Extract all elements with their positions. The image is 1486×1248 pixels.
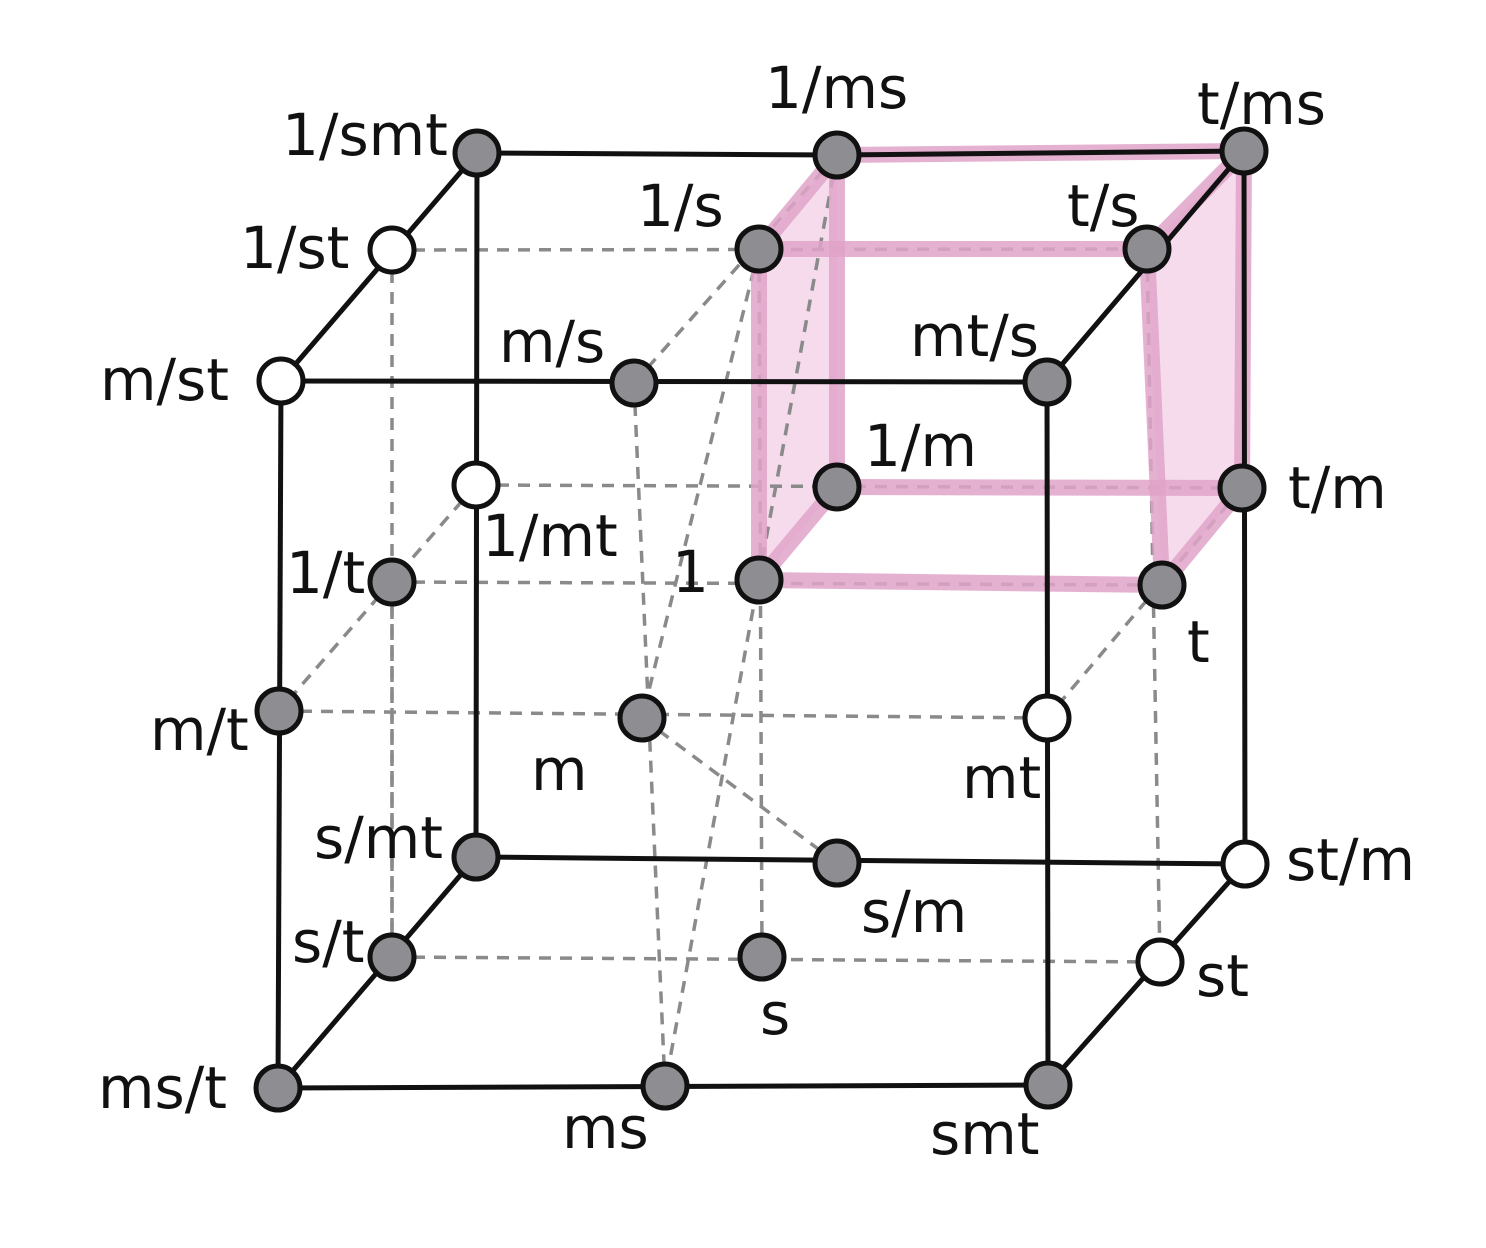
filled-node-smt xyxy=(1023,1060,1073,1110)
label-s-m: s/m xyxy=(861,878,967,946)
filled-node-t xyxy=(1137,560,1187,610)
highlighted-face-2 xyxy=(1147,151,1244,585)
highlight-edge-t-to-1 xyxy=(751,572,1170,593)
filled-node-t-m xyxy=(1217,463,1267,513)
visible-edges xyxy=(275,148,1248,1091)
label-1-ms: 1/ms xyxy=(765,54,908,122)
filled-node-s-m xyxy=(812,838,862,888)
label-s: s xyxy=(760,980,790,1048)
filled-node-mt-s xyxy=(1022,357,1072,407)
label-m-t: m/t xyxy=(150,696,249,764)
label-t: t xyxy=(1187,608,1210,676)
label-1: 1 xyxy=(672,538,709,606)
dashed-edge-1_s-to-s xyxy=(757,248,764,958)
filled-node-1-ms xyxy=(812,130,862,180)
label-m-st: m/st xyxy=(100,346,229,414)
filled-node-t-ms xyxy=(1219,126,1269,176)
filled-node-s-mt xyxy=(451,832,501,882)
open-node-1-mt xyxy=(451,460,501,510)
label-m-s: m/s xyxy=(499,308,605,376)
dashed-edge-1_s-to-m xyxy=(640,248,761,719)
open-node-mt xyxy=(1022,693,1072,743)
open-node-st xyxy=(1135,937,1185,987)
dashed-edge-m-to-s_m xyxy=(640,716,839,865)
filled-node-m xyxy=(617,693,667,743)
highlight-edge-1_m-to-t_m xyxy=(829,479,1250,496)
filled-node-1-s xyxy=(734,224,784,274)
label-t-m: t/m xyxy=(1288,454,1387,522)
dashed-edge-t_s-to-st xyxy=(1145,248,1162,963)
label-t-s: t/s xyxy=(1067,172,1140,240)
filled-node-1-smt xyxy=(452,128,502,178)
filled-node-1-m xyxy=(812,462,862,512)
label-ms-t: ms/t xyxy=(98,1054,227,1122)
solid-edge-m_st-to-mt_s xyxy=(278,378,1050,385)
filled-node-ms xyxy=(640,1061,690,1111)
label-smt: smt xyxy=(930,1100,1039,1168)
label-1-mt: 1/mt xyxy=(482,502,618,570)
filled-node-t-s xyxy=(1122,224,1172,274)
filled-node-s-t xyxy=(367,932,417,982)
filled-node-m-t xyxy=(254,686,304,736)
open-node-st-m xyxy=(1220,839,1270,889)
label-1-s: 1/s xyxy=(637,172,724,240)
label-t-ms: t/ms xyxy=(1197,70,1326,138)
filled-node-ms-t xyxy=(253,1063,303,1113)
label-1-m: 1/m xyxy=(864,412,977,480)
label-mt: mt xyxy=(962,744,1041,812)
label-st: st xyxy=(1196,942,1249,1010)
label-1-st: 1/st xyxy=(240,214,349,282)
lattice-nodes xyxy=(253,126,1270,1113)
filled-node-s xyxy=(737,932,787,982)
label-m: m xyxy=(531,736,588,804)
node-labels: 1/smt 1/ms t/ms 1/st 1/s t/s m/st m/s mt… xyxy=(98,54,1415,1168)
solid-edge-1_smt-to-1_ms xyxy=(474,150,840,158)
label-s-mt: s/mt xyxy=(314,804,443,872)
filled-node-1-t xyxy=(367,557,417,607)
label-st-m: st/m xyxy=(1286,826,1415,894)
solid-edge-1_ms-to-t_ms xyxy=(834,148,1247,158)
label-ms: ms xyxy=(562,1094,649,1162)
filled-node-1 xyxy=(734,555,784,605)
label-s-t: s/t xyxy=(292,908,365,976)
label-1-smt: 1/smt xyxy=(282,101,448,169)
highlight-edge-t_s-to-t xyxy=(1139,241,1170,593)
filled-node-m-s xyxy=(609,358,659,408)
open-node-m-st xyxy=(256,356,306,406)
label-1-t: 1/t xyxy=(286,539,365,607)
label-mt-s: mt/s xyxy=(910,302,1039,370)
dashed-edge-1_ms-to-ms xyxy=(663,154,839,1087)
open-node-1-st xyxy=(367,225,417,275)
